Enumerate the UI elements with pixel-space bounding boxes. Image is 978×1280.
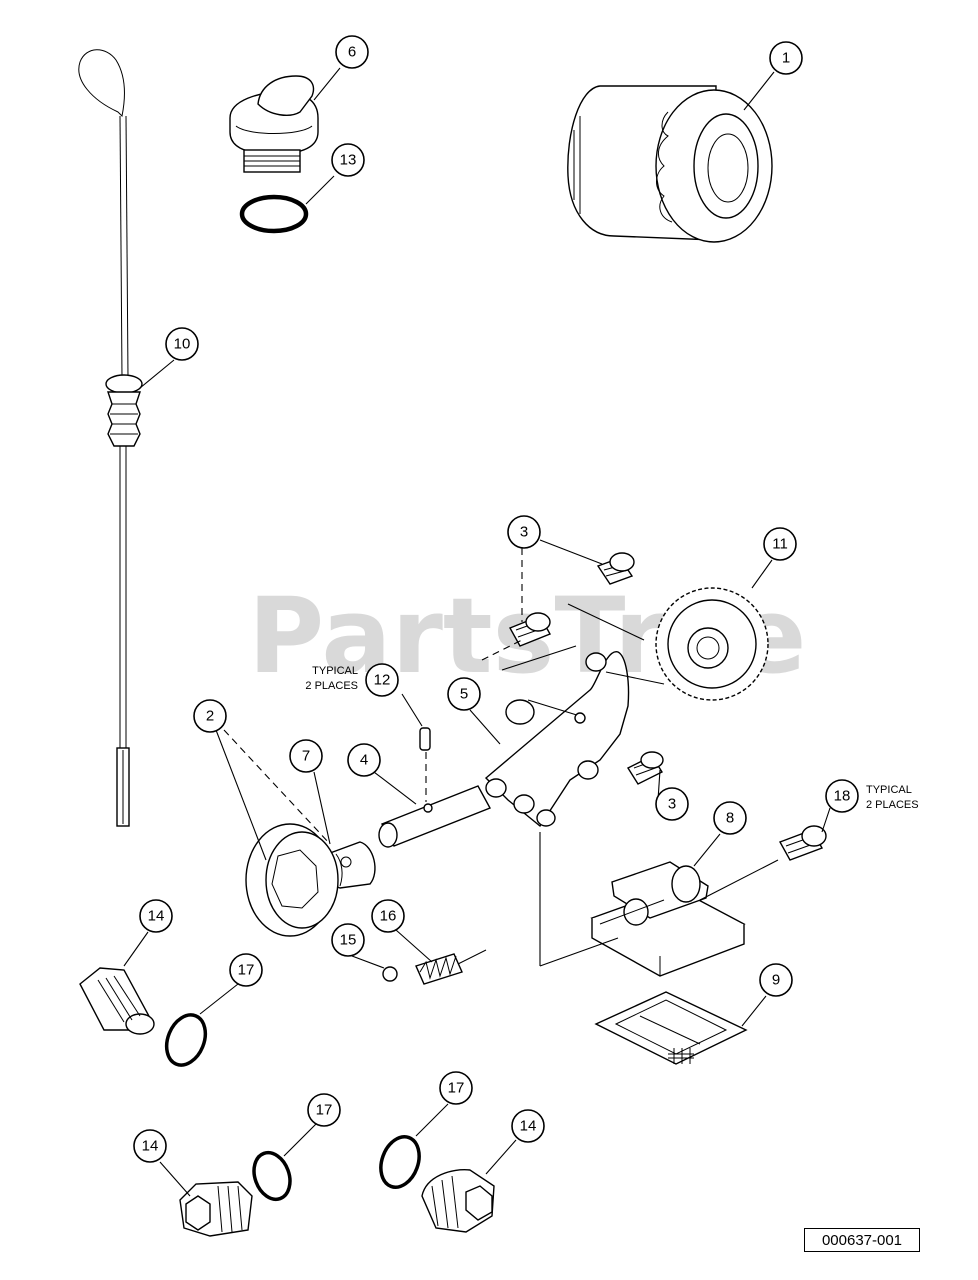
callout-14-left-label: 14 (148, 908, 165, 925)
roll-pin-part[interactable] (419, 727, 431, 751)
pump-shaft-part[interactable] (378, 785, 491, 848)
callout-5-label: 5 (460, 686, 468, 703)
callout-17-right[interactable]: 17 (439, 1071, 473, 1105)
callout-17-left-label: 17 (238, 962, 255, 979)
oil-filter-part[interactable] (567, 85, 773, 243)
bolt-middle-part[interactable] (509, 612, 551, 647)
callout-4-label: 4 (360, 752, 368, 769)
bolt-lower-part[interactable] (626, 751, 664, 785)
callout-17-left[interactable]: 17 (229, 953, 263, 987)
callout-17-middle[interactable]: 17 (307, 1093, 341, 1127)
callout-14-bottom[interactable]: 14 (133, 1129, 167, 1163)
callout-14-bottom-label: 14 (142, 1138, 159, 1155)
oil-fill-cap-part[interactable] (229, 75, 319, 173)
drain-plug-bottom-right-part[interactable] (421, 1169, 495, 1233)
typical-note-18-line2: 2 PLACES (866, 799, 919, 811)
callout-18-label: 18 (834, 788, 851, 805)
callout-13[interactable]: 13 (331, 143, 365, 177)
callout-11-label: 11 (772, 536, 788, 553)
callout-1[interactable]: 1 (769, 41, 803, 75)
callout-18[interactable]: 18 (825, 779, 859, 813)
callout-10-label: 10 (174, 336, 191, 353)
callout-3-upper-label: 3 (520, 524, 528, 541)
callout-8[interactable]: 8 (713, 801, 747, 835)
callout-6-label: 6 (348, 44, 356, 61)
callout-12[interactable]: 12 (365, 663, 399, 697)
callout-14-left[interactable]: 14 (139, 899, 173, 933)
callout-7-label: 7 (302, 748, 310, 765)
check-ball-part[interactable] (382, 966, 398, 982)
callout-4[interactable]: 4 (347, 743, 381, 777)
callout-12-label: 12 (374, 672, 391, 689)
typical-note-12-line2: 2 PLACES (305, 680, 358, 692)
callout-14-right-label: 14 (520, 1118, 537, 1135)
callout-6[interactable]: 6 (335, 35, 369, 69)
figure-number-box: 000637-001 (804, 1228, 920, 1252)
callout-2[interactable]: 2 (193, 699, 227, 733)
callout-8-label: 8 (726, 810, 734, 827)
bolt-upper-part[interactable] (596, 552, 635, 585)
o-ring-bottom-left-part[interactable] (248, 1148, 296, 1205)
dipstick-part[interactable] (78, 49, 143, 827)
callout-7[interactable]: 7 (289, 739, 323, 773)
callout-5[interactable]: 5 (447, 677, 481, 711)
typical-note-12-line1: TYPICAL (312, 665, 358, 677)
callout-1-label: 1 (782, 50, 790, 67)
callout-15[interactable]: 15 (331, 923, 365, 957)
callout-11[interactable]: 11 (763, 527, 797, 561)
callout-15-label: 15 (340, 932, 357, 949)
callout-16[interactable]: 16 (371, 899, 405, 933)
o-ring-bottom-right-part[interactable] (374, 1131, 426, 1192)
callout-9-label: 9 (772, 972, 780, 989)
cap-o-ring-part[interactable] (239, 194, 309, 234)
drain-plug-left-part[interactable] (79, 967, 155, 1035)
callout-17-right-label: 17 (448, 1080, 465, 1097)
callout-9[interactable]: 9 (759, 963, 793, 997)
oil-pump-gear-part[interactable] (655, 587, 769, 701)
callout-10[interactable]: 10 (165, 327, 199, 361)
o-ring-left-part[interactable] (160, 1009, 213, 1071)
pickup-bolt-part[interactable] (778, 825, 827, 861)
typical-note-18-line1: TYPICAL (866, 784, 912, 796)
callout-13-label: 13 (340, 152, 357, 169)
callout-3-lower-label: 3 (668, 796, 676, 813)
callout-3-lower[interactable]: 3 (655, 787, 689, 821)
callout-14-right[interactable]: 14 (511, 1109, 545, 1143)
leader-lines (123, 67, 831, 1197)
drain-plug-bottom-left-part[interactable] (179, 1181, 253, 1237)
callout-17-middle-label: 17 (316, 1102, 333, 1119)
outer-rotor-part[interactable] (245, 823, 339, 937)
callout-16-label: 16 (380, 908, 397, 925)
relief-spring-part[interactable] (415, 949, 487, 985)
oil-pump-body-part[interactable] (484, 651, 630, 828)
pickup-screen-gasket-part[interactable] (594, 991, 748, 1065)
oil-pickup-part[interactable] (590, 861, 746, 977)
callout-2-label: 2 (206, 708, 214, 725)
callout-3-upper[interactable]: 3 (507, 515, 541, 549)
